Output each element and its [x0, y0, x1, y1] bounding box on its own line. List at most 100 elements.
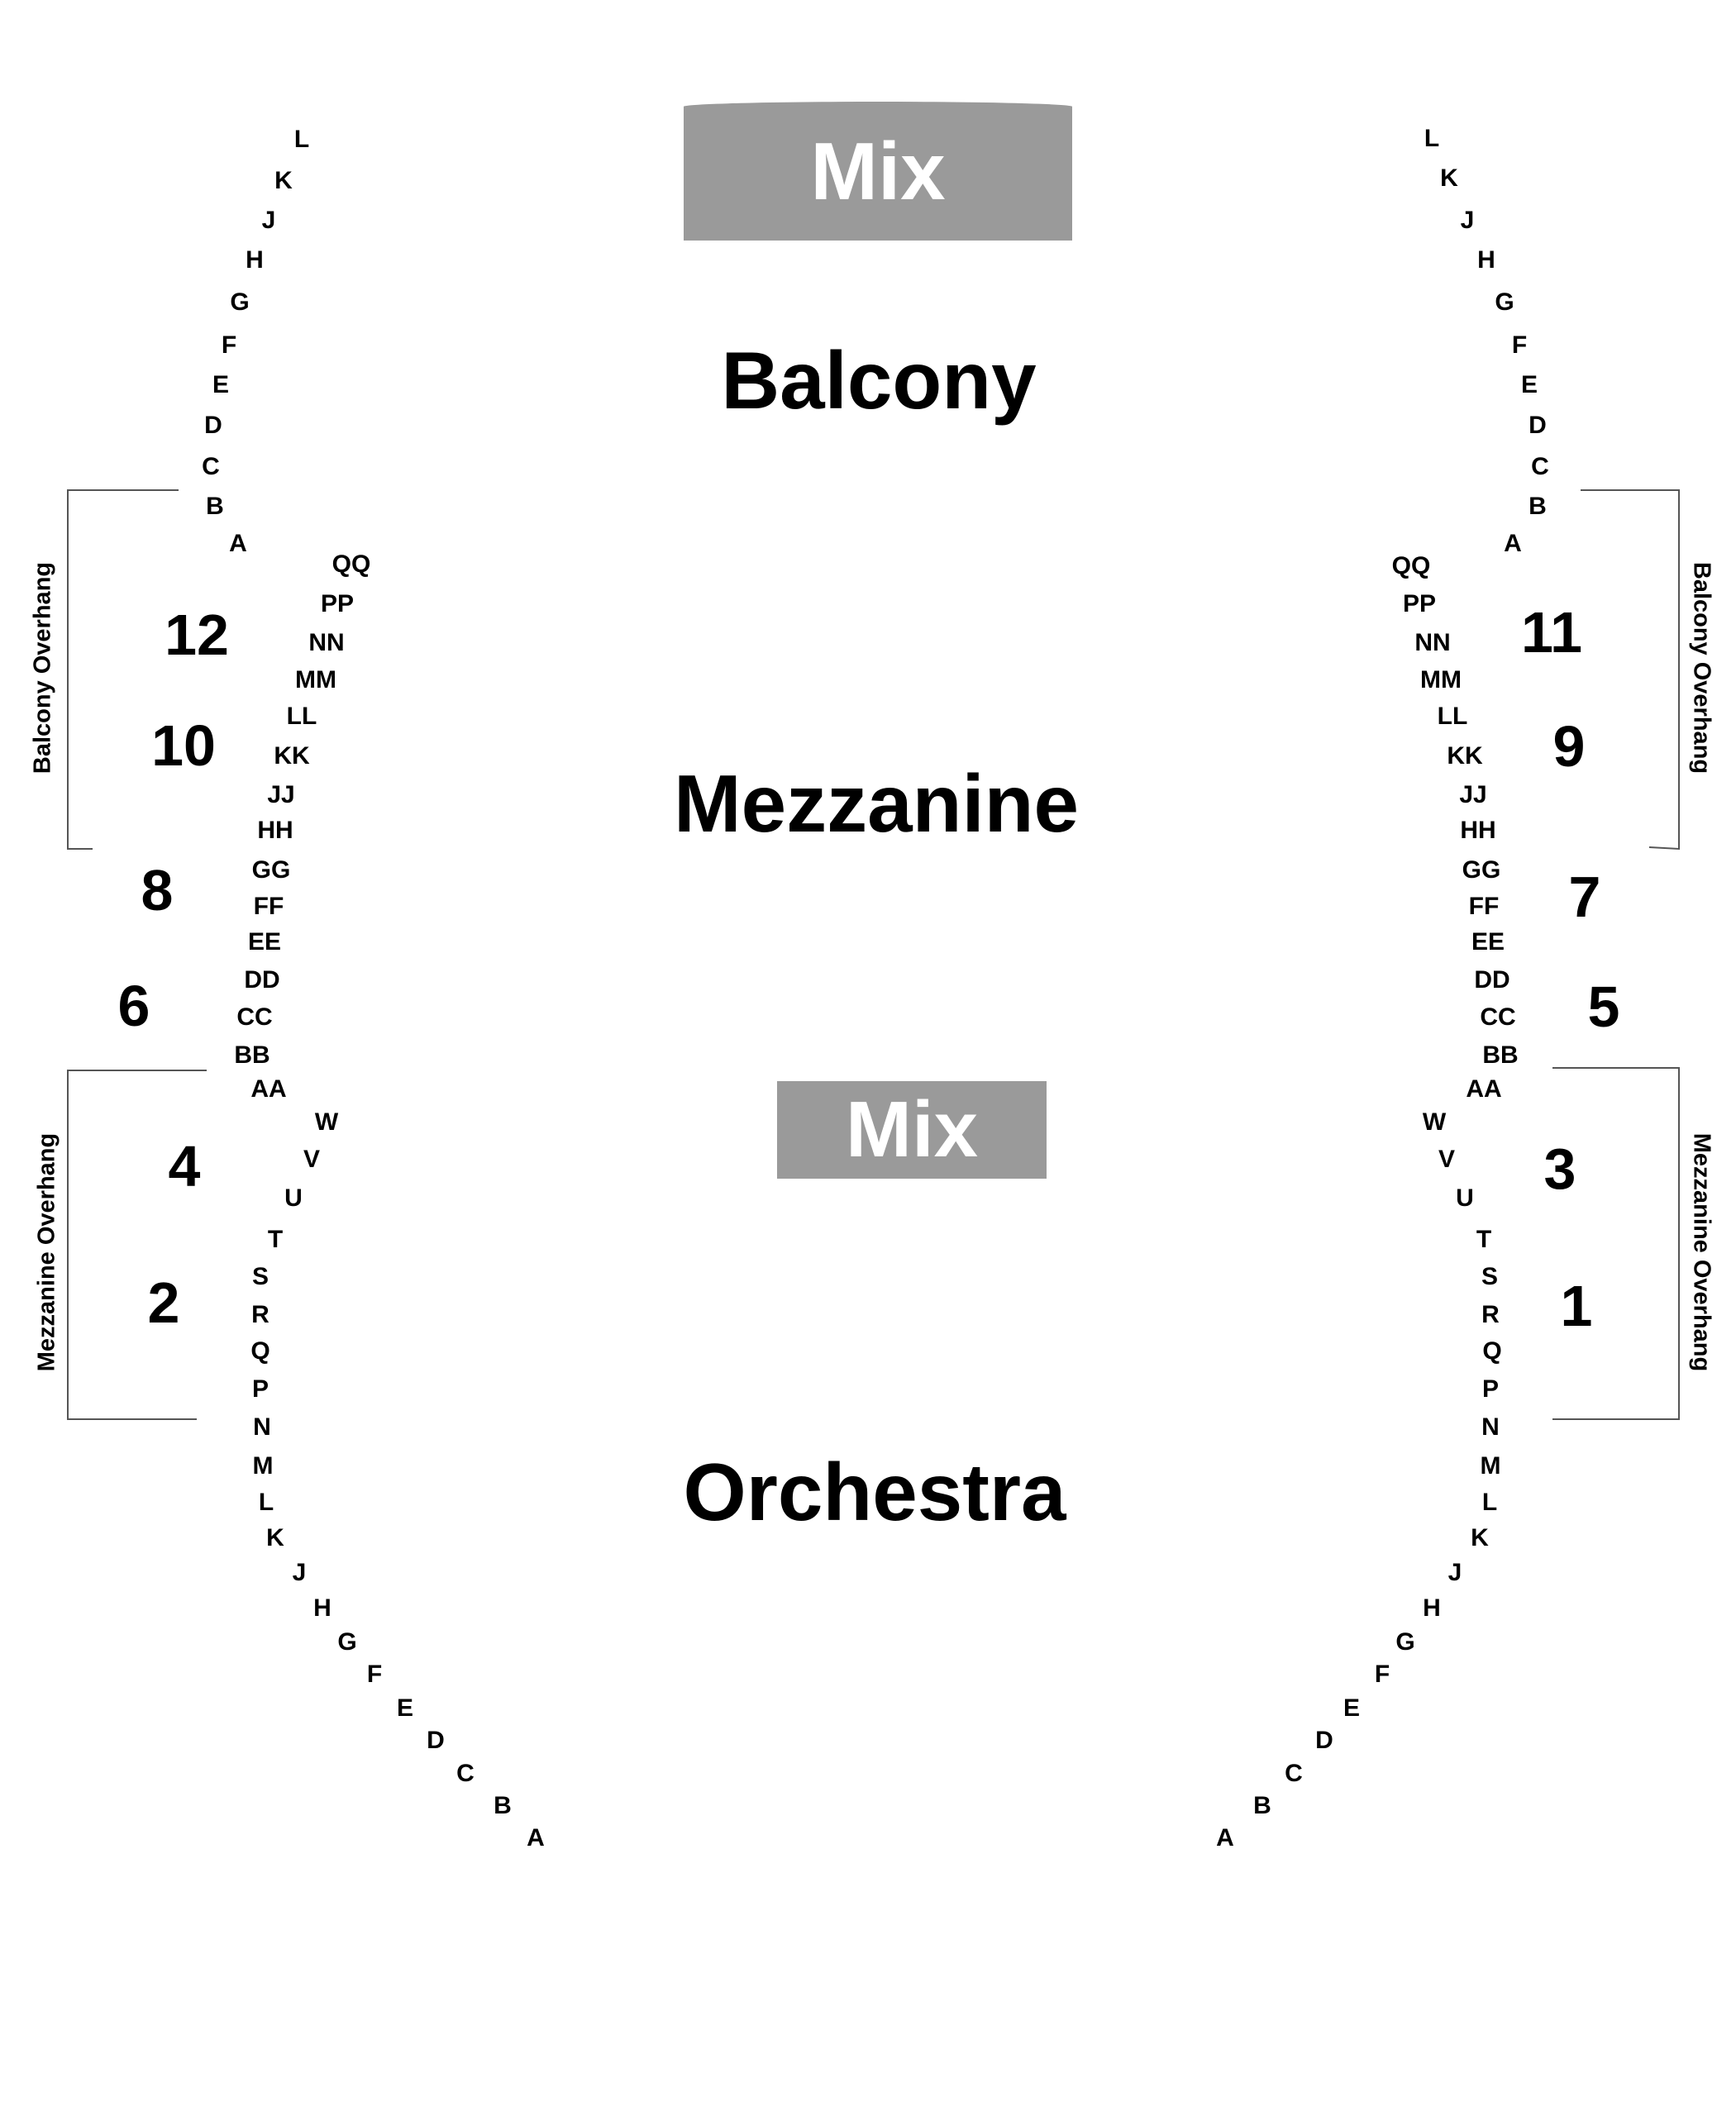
row-label-mezzanine-left: LL	[286, 703, 317, 730]
mix-booth-upper-label: Mix	[810, 125, 946, 217]
section-orchestra: Orchestra	[683, 1446, 1066, 1537]
row-label-orchestra-left: N	[253, 1413, 271, 1441]
row-label-orchestra-left: D	[427, 1727, 445, 1754]
row-label-mezzanine-right: QQ	[1391, 552, 1431, 579]
row-label-mezzanine-left: NN	[308, 629, 345, 656]
row-label-orchestra-right: H	[1423, 1594, 1441, 1622]
row-label-orchestra-left: T	[267, 1226, 284, 1253]
row-label-mezzanine-right: DD	[1474, 966, 1510, 994]
row-label-orchestra-right: P	[1481, 1375, 1500, 1403]
row-label-mezzanine-right: FF	[1468, 893, 1500, 920]
balcony-overhang-label-left: Balcony Overhang	[29, 561, 56, 774]
row-label-mezzanine-right: LL	[1437, 703, 1468, 730]
row-label-mezzanine-right: JJ	[1459, 781, 1487, 808]
row-label-balcony-left: E	[212, 371, 230, 398]
row-label-mezzanine-right: NN	[1414, 629, 1451, 656]
row-label-orchestra-right: A	[1216, 1824, 1234, 1852]
balcony-overhang-label-right: Balcony Overhang	[1688, 561, 1715, 774]
row-label-orchestra-left: E	[396, 1694, 414, 1722]
row-label-balcony-left: D	[204, 412, 222, 439]
mezzanine-overhang-label-left: Mezzanine Overhang	[33, 1132, 60, 1372]
zone-number-2: 2	[147, 1270, 180, 1335]
row-label-orchestra-left: V	[303, 1146, 321, 1173]
row-label-mezzanine-right: EE	[1471, 928, 1505, 956]
row-label-orchestra-left: R	[251, 1301, 269, 1328]
row-label-orchestra-left: S	[251, 1263, 269, 1290]
section-mezzanine: Mezzanine	[673, 758, 1080, 849]
row-label-orchestra-left: K	[266, 1524, 284, 1551]
zone-number-3: 3	[1543, 1137, 1576, 1201]
zone-number-11: 11	[1521, 600, 1582, 665]
row-label-balcony-right: E	[1520, 371, 1538, 398]
zone-number-12: 12	[165, 603, 229, 667]
row-label-orchestra-left: Q	[250, 1337, 270, 1365]
row-label-mezzanine-right: BB	[1482, 1041, 1519, 1069]
row-label-orchestra-right: M	[1480, 1452, 1501, 1480]
row-label-mezzanine-right: HH	[1460, 817, 1496, 844]
row-label-mezzanine-right: GG	[1462, 856, 1501, 884]
row-label-orchestra-left: A	[527, 1824, 545, 1852]
row-label-balcony-left: J	[261, 207, 276, 234]
row-label-orchestra-left: P	[251, 1375, 269, 1403]
row-label-mezzanine-right: MM	[1420, 666, 1462, 693]
balcony-overhang-bracket-left	[67, 489, 179, 850]
mix-booth-middle-label: Mix	[845, 1085, 979, 1174]
row-label-mezzanine-left: AA	[250, 1075, 287, 1103]
section-balcony: Balcony	[721, 335, 1037, 426]
row-label-orchestra-right: T	[1476, 1226, 1492, 1253]
row-label-orchestra-left: C	[456, 1760, 475, 1787]
row-label-balcony-right: B	[1529, 493, 1547, 520]
row-label-mezzanine-left: EE	[247, 928, 282, 956]
row-label-mezzanine-left: BB	[234, 1041, 270, 1069]
row-label-mezzanine-right: PP	[1402, 590, 1437, 617]
row-label-balcony-left: B	[206, 493, 224, 520]
row-label-balcony-right: K	[1440, 164, 1458, 192]
row-label-orchestra-right: U	[1456, 1184, 1474, 1212]
row-label-orchestra-left: B	[494, 1792, 512, 1819]
row-label-balcony-right: H	[1477, 246, 1495, 274]
row-label-balcony-right: G	[1495, 288, 1514, 316]
row-label-balcony-right: L	[1424, 125, 1440, 152]
row-label-mezzanine-left: CC	[236, 1003, 273, 1031]
row-label-balcony-right: A	[1504, 530, 1522, 557]
row-label-orchestra-right: V	[1438, 1146, 1456, 1173]
mix-booth-middle: Mix	[777, 1081, 1047, 1179]
row-label-mezzanine-left: PP	[320, 590, 355, 617]
mezzanine-overhang-bracket-right	[1552, 1067, 1680, 1420]
row-label-balcony-left: G	[230, 288, 250, 316]
row-label-orchestra-right: F	[1374, 1661, 1390, 1688]
row-label-orchestra-right: J	[1447, 1559, 1462, 1586]
row-label-mezzanine-left: JJ	[267, 781, 295, 808]
row-label-orchestra-left: J	[292, 1559, 307, 1586]
row-label-balcony-right: C	[1531, 453, 1549, 480]
row-label-mezzanine-right: AA	[1466, 1075, 1502, 1103]
row-label-orchestra-left: U	[284, 1184, 303, 1212]
row-label-orchestra-right: C	[1285, 1760, 1303, 1787]
row-label-mezzanine-right: CC	[1480, 1003, 1516, 1031]
zone-number-5: 5	[1587, 975, 1620, 1039]
row-label-mezzanine-left: FF	[253, 893, 284, 920]
row-label-orchestra-right: K	[1471, 1524, 1489, 1551]
row-label-orchestra-right: Q	[1482, 1337, 1502, 1365]
row-label-balcony-left: K	[274, 167, 293, 194]
row-label-balcony-left: A	[229, 530, 247, 557]
row-label-balcony-right: D	[1529, 412, 1547, 439]
row-label-balcony-left: L	[293, 126, 310, 153]
mezzanine-overhang-label-right: Mezzanine Overhang	[1688, 1132, 1715, 1372]
zone-number-6: 6	[117, 974, 150, 1038]
row-label-orchestra-left: L	[258, 1489, 274, 1516]
row-label-balcony-right: J	[1460, 207, 1475, 234]
row-label-mezzanine-right: KK	[1447, 742, 1483, 770]
row-label-balcony-right: F	[1511, 331, 1528, 359]
row-label-orchestra-left: H	[313, 1594, 331, 1622]
row-label-balcony-left: F	[221, 331, 237, 359]
zone-number-8: 8	[141, 858, 174, 922]
mix-booth-upper: Mix	[684, 102, 1072, 241]
row-label-mezzanine-left: HH	[257, 817, 293, 844]
row-label-orchestra-right: B	[1253, 1792, 1271, 1819]
zone-number-7: 7	[1568, 865, 1601, 929]
row-label-orchestra-left: M	[252, 1452, 274, 1480]
zone-number-1: 1	[1560, 1274, 1593, 1338]
